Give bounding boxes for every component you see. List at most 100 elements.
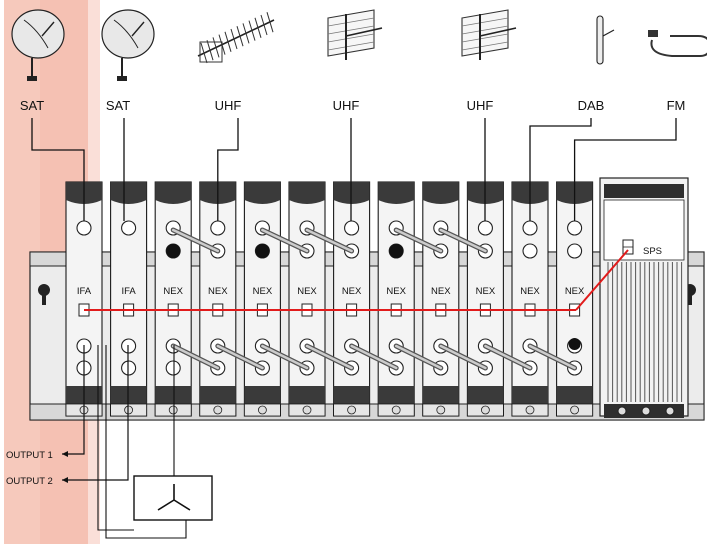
screw-icon	[302, 405, 312, 415]
screw-icon	[436, 405, 446, 415]
antenna-label: DAB	[578, 98, 605, 113]
loop-connector	[522, 243, 538, 259]
satellite-dish-icon	[101, 9, 155, 81]
screw-icon	[525, 405, 535, 415]
module-4: NEX	[199, 181, 237, 417]
module-top-cap	[110, 182, 147, 204]
output-1-label: OUTPUT 1	[6, 450, 53, 461]
module-label: NEX	[476, 286, 496, 297]
module-top-cap	[378, 182, 415, 204]
module-label: NEX	[431, 286, 451, 297]
module-label: NEX	[253, 286, 273, 297]
antenna-label: UHF	[467, 98, 494, 113]
loop-bridges	[170, 227, 578, 371]
feed-cable	[31, 118, 85, 221]
module-label: IFA	[77, 286, 92, 297]
module-body	[422, 181, 460, 417]
output-1-cable	[62, 345, 85, 455]
screw-icon	[391, 405, 401, 415]
module-bottom-cap	[378, 386, 415, 404]
module-bottom-cap	[155, 386, 192, 404]
module-top-cap	[289, 182, 325, 204]
screw-icon	[347, 405, 357, 415]
module-5: NEX	[243, 181, 281, 417]
module-bottom-cap	[289, 386, 325, 404]
output-2-cable	[62, 345, 129, 481]
output-connector	[165, 360, 181, 376]
module-label: NEX	[520, 286, 540, 297]
module-label: NEX	[163, 286, 183, 297]
output-2-label: OUTPUT 2	[6, 476, 53, 487]
tv-cable-a	[97, 345, 134, 531]
module-8: NEX	[377, 181, 415, 417]
ps-screws	[617, 406, 675, 416]
indicator-dot	[166, 244, 181, 258]
module-bottom-cap	[422, 386, 459, 404]
yagi-antenna-icon	[197, 12, 275, 64]
heatsink-fins	[607, 262, 683, 402]
screw-icon	[570, 405, 579, 415]
module-top-cap	[244, 182, 281, 204]
feed-cable	[217, 118, 239, 221]
module-9: NEX	[422, 181, 460, 417]
indicator-dot	[389, 244, 404, 258]
input-connector	[344, 220, 360, 236]
fm-antenna-icon	[648, 30, 707, 57]
module-bottom-cap	[467, 386, 504, 404]
feed-cable	[529, 118, 592, 221]
module-label: NEX	[297, 286, 317, 297]
module-label: NEX	[342, 286, 362, 297]
module-label: NEX	[208, 286, 228, 297]
module-body	[243, 181, 281, 417]
panel-antenna-icon	[327, 9, 383, 60]
dab-antenna-icon	[596, 15, 615, 65]
module-label: NEX	[565, 286, 585, 297]
antenna-label: UHF	[333, 98, 360, 113]
keyhole-left-icon	[38, 284, 50, 305]
module-3: NEX	[154, 181, 192, 417]
splitter-icon	[157, 484, 191, 511]
input-connector	[121, 220, 137, 236]
satellite-dish-icon	[11, 9, 65, 81]
output-section: OUTPUT 1 OUTPUT 2	[6, 345, 213, 539]
splitter-box	[133, 475, 213, 521]
screw-icon	[213, 405, 223, 415]
bus-line	[84, 249, 629, 311]
screw-icon	[257, 405, 267, 415]
module-bottom-cap	[199, 386, 236, 404]
panel-antenna-icon	[461, 9, 517, 60]
input-connector	[76, 220, 92, 236]
screw-icon	[480, 405, 490, 415]
input-connector	[210, 220, 226, 236]
module-body	[288, 181, 326, 417]
module-label: IFA	[121, 286, 136, 297]
power-supply-unit: SPS	[599, 177, 689, 418]
module-top-cap	[155, 182, 192, 204]
module-bottom-cap	[333, 386, 370, 404]
screw-icon	[168, 405, 178, 415]
antenna-label: FM	[667, 98, 686, 113]
module-bottom-cap	[512, 386, 548, 404]
antenna-label: SAT	[106, 98, 130, 113]
input-connector	[522, 220, 538, 236]
module-bottom-cap	[556, 386, 593, 404]
module-body	[377, 181, 415, 417]
module-6: NEX	[288, 181, 326, 417]
input-connector	[567, 220, 583, 236]
module-body	[154, 181, 192, 417]
module-label: NEX	[386, 286, 406, 297]
module-bottom-cap	[244, 386, 281, 404]
ps-label: SPS	[643, 246, 662, 257]
loop-connector	[567, 243, 583, 259]
indicator-dot	[568, 338, 581, 350]
input-connector	[477, 220, 493, 236]
indicator-dot	[255, 244, 270, 258]
tv-cable-b	[105, 345, 187, 539]
antenna-label: SAT	[20, 98, 44, 113]
feed-cables	[31, 118, 677, 221]
antenna-row: SAT SAT UHF UHF UHF DAB FM	[11, 9, 707, 113]
module-top-cap	[422, 182, 459, 204]
antenna-label: UHF	[215, 98, 242, 113]
feed-cable	[573, 118, 677, 221]
